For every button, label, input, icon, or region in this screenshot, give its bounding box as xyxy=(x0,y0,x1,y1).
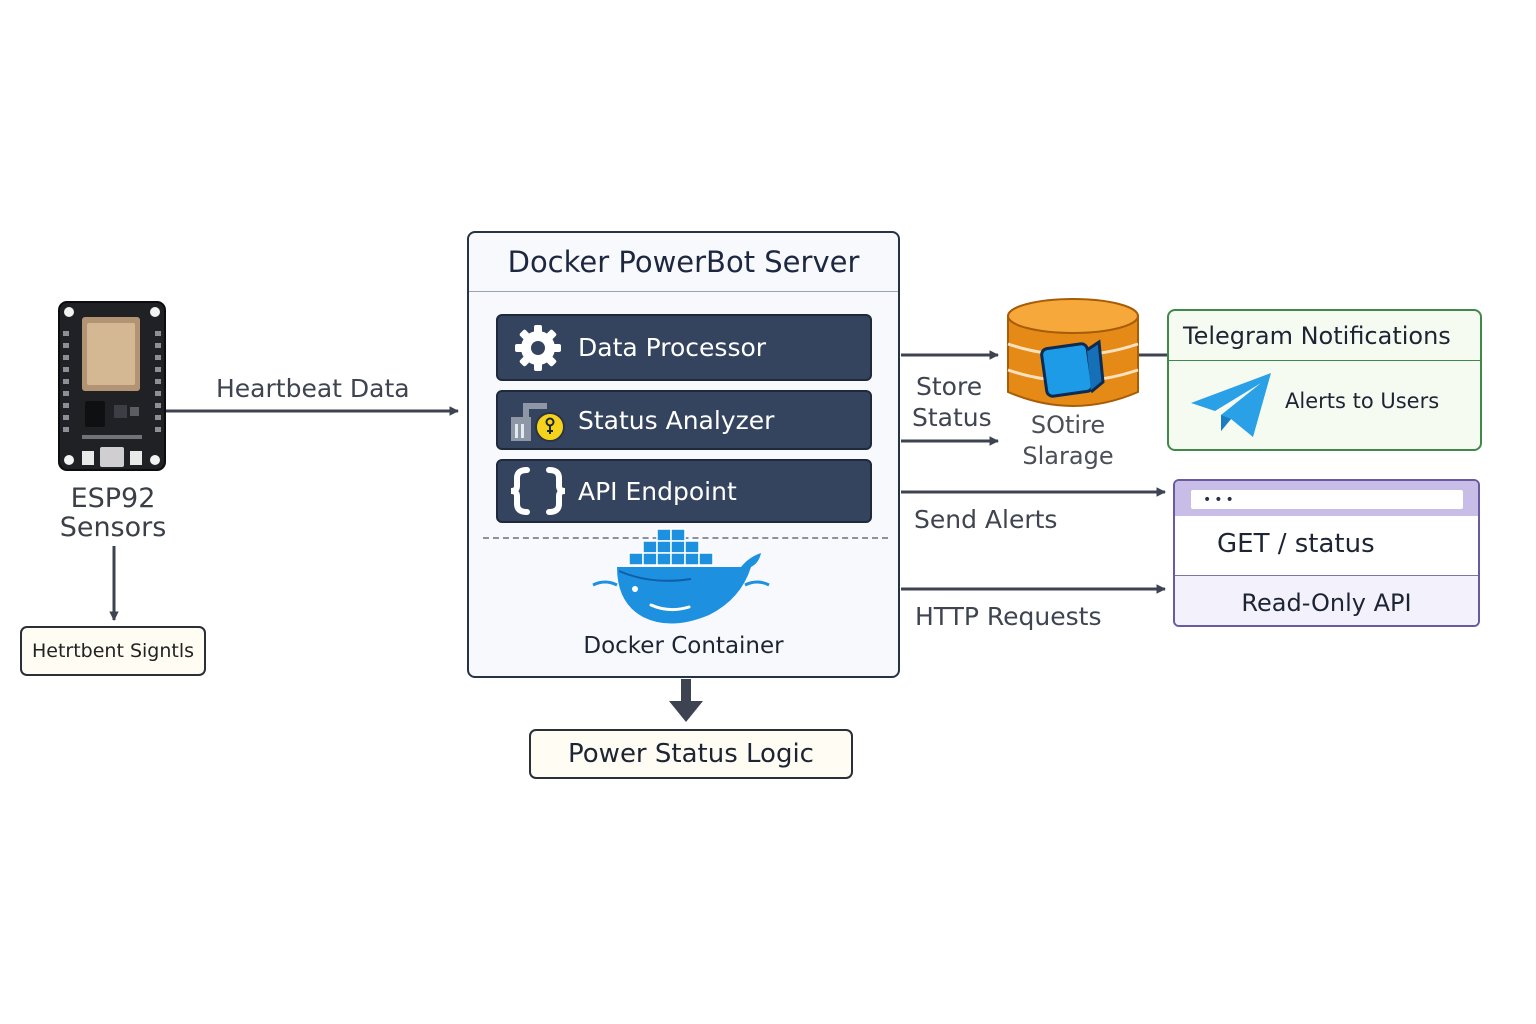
edge-label-http-requests: HTTP Requests xyxy=(915,602,1102,631)
module-label: API Endpoint xyxy=(578,476,737,506)
module-label: Status Analyzer xyxy=(578,405,775,435)
read-only-api-panel: ••• GET / status Read-Only API xyxy=(1173,479,1480,627)
storage-label: SOtire Slarage xyxy=(1018,410,1118,472)
docker-container-label: Docker Container xyxy=(583,633,784,659)
database-icon xyxy=(1007,298,1139,407)
storage-label-line2: Slarage xyxy=(1022,442,1114,470)
browser-bar: ••• xyxy=(1175,481,1478,516)
heartbeat-signals-label: Hetrtbent Signtls xyxy=(31,640,195,662)
power-status-logic-box: Power Status Logic xyxy=(529,729,853,779)
storage-label-line1: SOtire xyxy=(1030,411,1106,439)
esp-sensor-name: ESP92 xyxy=(70,483,156,514)
edge-label-store: Store xyxy=(916,372,983,401)
module-api-endpoint: API Endpoint xyxy=(496,459,872,523)
braces-icon xyxy=(498,461,578,521)
docker-powerbot-server: Docker PowerBot Server Data Processor xyxy=(467,231,900,678)
api-footer-label: Read-Only API xyxy=(1241,588,1412,617)
telegram-subtitle: Alerts to Users xyxy=(1285,389,1440,413)
docker-whale-icon xyxy=(592,528,770,624)
esp-sensor-subtitle: Sensors xyxy=(59,512,167,543)
gear-icon xyxy=(498,316,578,379)
telegram-notifications-card: Telegram Notifications Alerts to Users xyxy=(1167,309,1482,451)
api-route: GET / status xyxy=(1217,529,1375,559)
esp-board-icon xyxy=(58,301,166,471)
arrow-server-logic xyxy=(669,679,703,722)
telegram-title: Telegram Notifications xyxy=(1169,311,1480,361)
edge-label-heartbeat: Heartbeat Data xyxy=(216,374,410,403)
module-data-processor: Data Processor xyxy=(496,314,872,381)
power-status-logic-label: Power Status Logic xyxy=(568,739,814,769)
heartbeat-signals-box: Hetrtbent Signtls xyxy=(20,626,206,676)
server-title: Docker PowerBot Server xyxy=(469,233,898,292)
edge-label-send-alerts: Send Alerts xyxy=(914,505,1058,534)
edge-label-status: Status xyxy=(912,403,992,432)
esp-sensor-label: ESP92 Sensors xyxy=(40,484,186,542)
analyzer-icon xyxy=(498,392,578,448)
module-status-analyzer: Status Analyzer xyxy=(496,390,872,450)
address-bar xyxy=(1191,490,1463,509)
telegram-icon xyxy=(1191,373,1271,437)
module-label: Data Processor xyxy=(578,333,767,362)
api-footer: Read-Only API xyxy=(1175,575,1478,625)
window-dots-icon: ••• xyxy=(1203,492,1237,508)
